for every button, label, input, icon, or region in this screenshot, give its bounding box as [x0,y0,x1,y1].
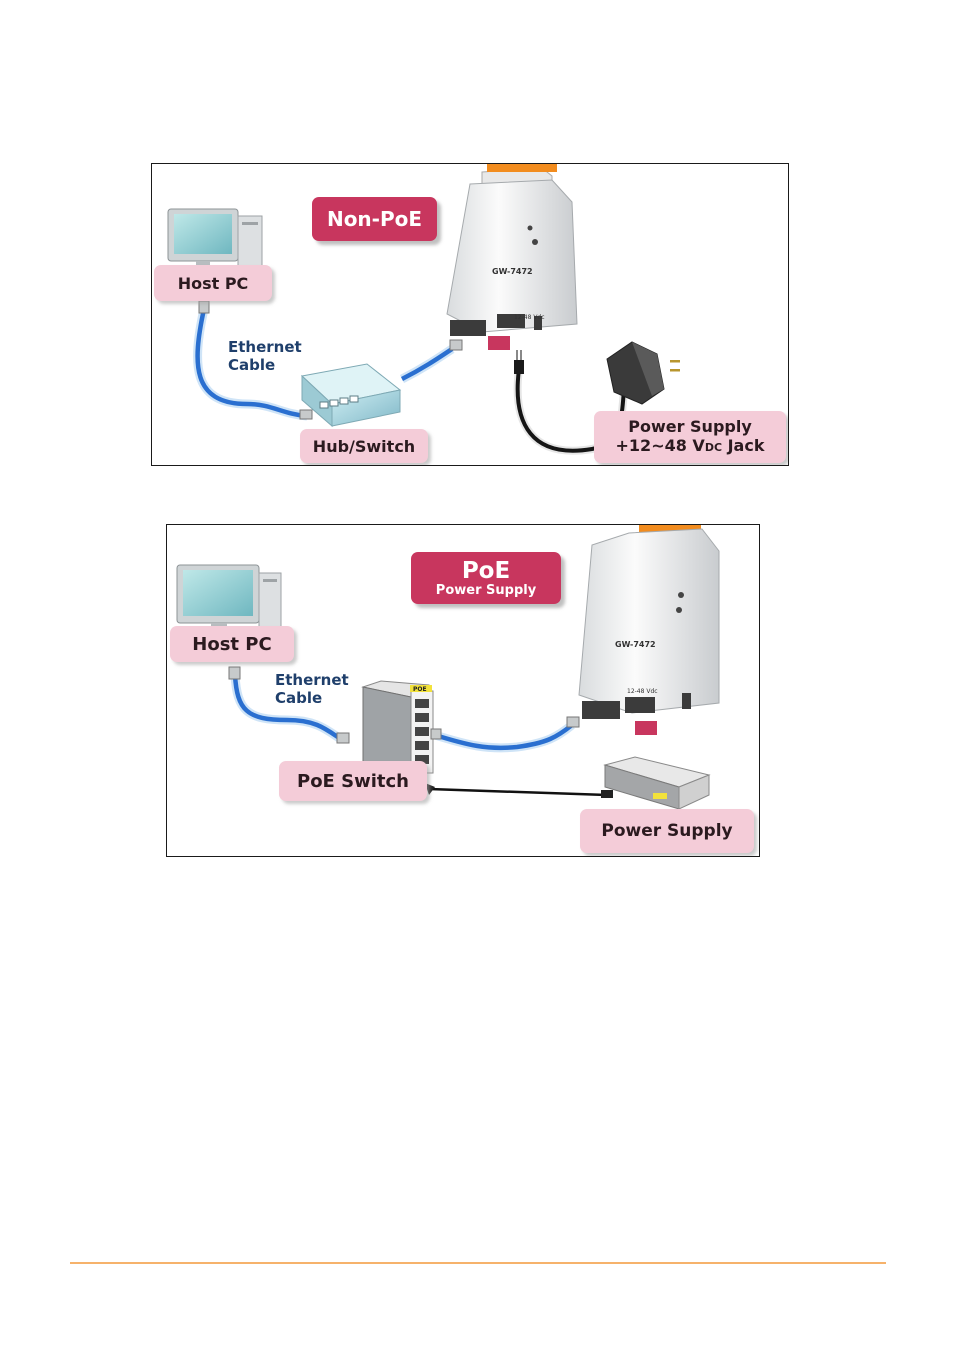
hub-switch-label: Hub/Switch [300,429,428,463]
poe-switch-label-text: PoE Switch [297,771,409,792]
host-pc-label-text: Host PC [192,634,271,655]
power-supply-label: Power Supply [580,809,754,853]
poe-switch-icon: POE [363,681,433,773]
power-supply-line1: Power Supply [628,417,752,436]
ethernet-cable-icon [431,717,579,748]
poe-switch-tag: POE [413,686,427,693]
device-model-text: GW-7472 [615,640,656,649]
ethernet-cable-line1: Ethernet [275,671,349,689]
ethernet-cable-line2: Cable [228,356,302,374]
badge-title: PoE [462,559,510,583]
poe-diagram: POE [166,524,760,857]
computer-icon [177,565,281,633]
power-jack-text: Jack [722,436,764,455]
ethernet-cable-icon [402,340,462,379]
ethernet-cable-line1: Ethernet [228,338,302,356]
power-voltage-text: +12~48 V [616,436,705,455]
power-adapter-icon [607,342,680,404]
host-pc-label: Host PC [170,626,294,662]
footer-divider [70,1262,886,1264]
power-supply-label: Power Supply +12~48 VDC Jack [594,411,786,463]
ethernet-cable-line2: Cable [275,689,349,707]
power-dc-subscript: DC [705,441,722,454]
power-supply-line2: +12~48 VDC Jack [616,436,765,457]
device-voltage-text: 12-48 Vdc [627,688,658,695]
gw-7472-device-icon: GW-7472 12-48 Vdc [447,164,577,350]
ethernet-cable-label: Ethernet Cable [228,338,302,374]
poe-switch-label: PoE Switch [279,761,427,801]
computer-icon [168,209,262,272]
power-supply-icon [605,757,709,809]
power-cable-icon [425,783,613,798]
hub-switch-icon [302,364,400,426]
host-pc-label: Host PC [154,265,272,301]
hub-switch-label-text: Hub/Switch [313,437,415,456]
device-model-text: GW-7472 [492,267,533,276]
power-supply-label-text: Power Supply [601,821,732,841]
non-poe-diagram: GW-7472 12-48 Vdc Non-PoE Host PC Ethern… [151,163,789,466]
ethernet-cable-label: Ethernet Cable [275,671,349,707]
device-voltage-text: 12-48 Vdc [514,314,545,321]
badge-subtitle: Power Supply [436,583,536,598]
non-poe-badge: Non-PoE [312,197,437,241]
gw-7472-device-icon: GW-7472 12-48 Vdc [579,525,719,735]
host-pc-label-text: Host PC [178,274,249,293]
badge-title: Non-PoE [327,207,422,231]
poe-badge: PoE Power Supply [411,552,561,604]
